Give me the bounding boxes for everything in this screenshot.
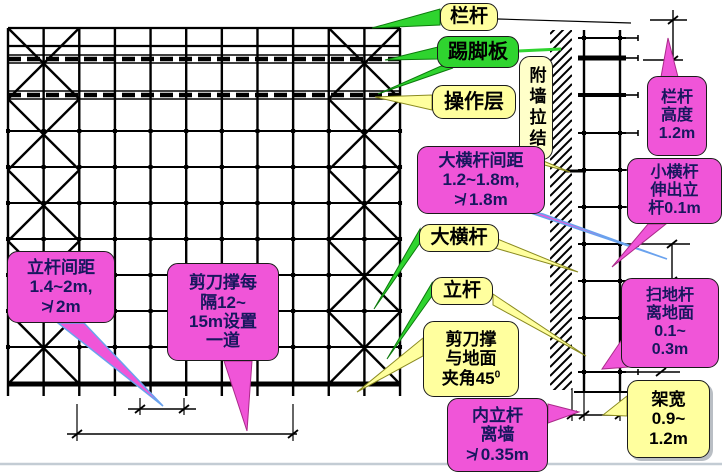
callout-pointers: [55, 8, 679, 432]
callout-toe-board: 踢脚板: [437, 36, 519, 68]
callout-post-spacing: 立杆间距 1.4~2m, ≯ 2m: [7, 251, 115, 323]
callout-line: 1.2m: [649, 428, 688, 448]
callout-line: 离地面: [645, 304, 694, 322]
callout-line: 杆0.1m: [648, 200, 701, 218]
callout-line: 高度: [660, 106, 693, 124]
callout-line: 0.3m: [651, 341, 689, 359]
callout-line: ≯ 0.35m: [466, 444, 529, 464]
callout-line: 伸出立: [650, 181, 699, 199]
callout-wall-tie-label: 附墙拉结: [526, 66, 546, 150]
callout-line: 隔12~: [200, 292, 246, 312]
callout-post-label: 立杆: [442, 280, 481, 302]
callout-line: 1.2~1.8m,: [442, 170, 520, 190]
front-elevation: [6, 26, 403, 396]
callout-line: 剪刀撑: [445, 329, 497, 349]
callout-line: 小横杆: [650, 163, 699, 181]
callout-line: 内立杆: [472, 405, 523, 425]
callout-operation-layer-label: 操作层: [444, 90, 504, 113]
callout-line: 1.4~2m,: [29, 277, 93, 297]
callout-line: 扫地杆: [645, 286, 694, 304]
callout-inner-post-wall-gap: 内立杆 离墙 ≯ 0.35m: [447, 398, 548, 472]
callout-line: 栏杆: [660, 88, 693, 106]
callout-ledger-label: 大横杆: [430, 227, 488, 249]
callout-line: 立杆间距: [27, 257, 95, 277]
callout-line: ≯ 2m: [41, 296, 81, 316]
callout-guardrail-height: 栏杆 高度 1.2m: [647, 76, 707, 156]
callout-line: 大横杆间距: [438, 150, 524, 170]
callout-toe-board-label: 踢脚板: [448, 40, 508, 63]
callout-sweep-rod: 扫地杆 离地面 0.1~ 0.3m: [621, 278, 719, 368]
callout-guardrail: 栏杆: [440, 3, 498, 31]
callout-line: 夹角450: [441, 368, 501, 388]
callout-frame-width: 架宽 0.9~ 1.2m: [627, 380, 710, 458]
callout-line: 剪刀撑每: [189, 273, 257, 293]
callout-crossbar-extension: 小横杆 伸出立 杆0.1m: [627, 158, 722, 224]
dimension-lines: [0, 10, 722, 466]
callout-line: 0.9~: [651, 409, 686, 429]
callout-brace-angle: 剪刀撑 与地面 夹角450: [423, 321, 519, 397]
callout-line: ≯ 1.8m: [454, 189, 508, 209]
callout-guardrail-label: 栏杆: [449, 6, 488, 28]
callout-line: 15m设置: [188, 312, 258, 331]
callout-brace-interval: 剪刀撑每 隔12~ 15m设置 一道: [167, 263, 279, 361]
callout-line: 与地面: [445, 349, 497, 369]
callout-wall-tie: 附墙拉结: [519, 56, 553, 160]
callout-line: 0.1~: [654, 323, 686, 340]
callout-line: 离墙: [480, 425, 515, 445]
callout-post: 立杆: [431, 277, 493, 305]
callout-ledger-spacing: 大横杆间距 1.2~1.8m, ≯ 1.8m: [417, 146, 545, 214]
callout-ledger: 大横杆: [419, 224, 499, 252]
callout-operation-layer: 操作层: [432, 85, 516, 119]
callout-line: 架宽: [651, 389, 686, 409]
callout-line: 一道: [206, 331, 240, 351]
callout-line: 1.2m: [658, 125, 696, 143]
